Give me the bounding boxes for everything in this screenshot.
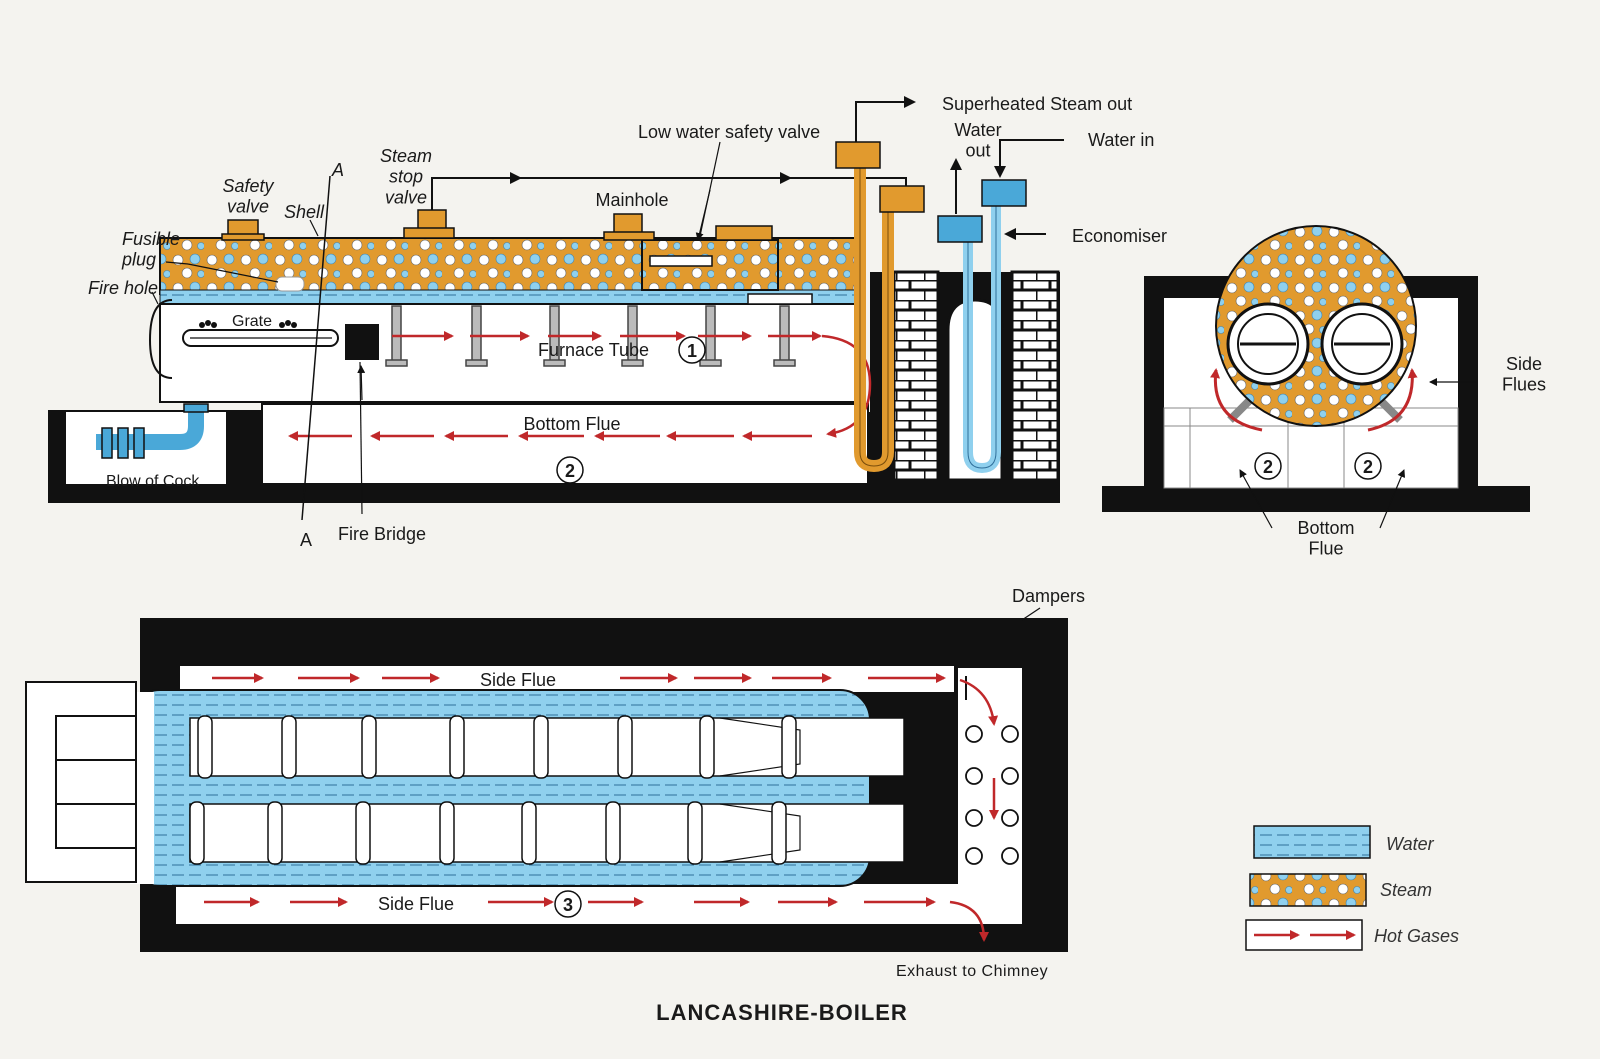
label-side-flue-number: 3	[563, 895, 573, 915]
plan-taper-upper	[719, 717, 801, 777]
plan-exhaust-arrow	[949, 900, 989, 942]
steam-stop-valve	[403, 209, 455, 239]
label-superheated-steam-out: Superheated Steam out	[942, 94, 1132, 114]
label-bottom-flue-number: 2	[565, 461, 575, 481]
superheater-header-out	[835, 141, 881, 169]
fusible-plug	[275, 276, 305, 292]
label-mainhole: Mainhole	[595, 190, 668, 210]
label-exhaust-to-chimney: Exhaust to Chimney	[896, 963, 1048, 980]
label-fire-hole: Fire hole	[88, 278, 158, 298]
legend-water-label: Water	[1386, 834, 1435, 854]
label-section-num-right: 2	[1363, 457, 1373, 477]
plan-stays	[189, 715, 797, 865]
bottom-flue-pointer-left	[1239, 469, 1273, 529]
superheated-steam-out-line	[855, 96, 916, 142]
plan-damper-arrow-1	[959, 678, 999, 726]
label-bottom-flue: Bottom Flue	[523, 414, 620, 434]
water-in-arrow	[994, 139, 1064, 178]
label-dampers: Dampers	[1012, 586, 1085, 606]
plan-furnace-lower	[189, 803, 905, 863]
plan-view: Side Flue Side Flue 3 Dampers Exhaust to…	[25, 586, 1085, 980]
legend-steam-label: Steam	[1380, 880, 1432, 900]
float-chamber	[649, 255, 713, 267]
brick-wall-left	[892, 270, 940, 482]
fire-bridge-arrow	[357, 365, 366, 401]
bottom-flue-channel	[261, 403, 869, 485]
boiler-front-end	[148, 299, 173, 379]
dampers-leader	[1021, 607, 1041, 621]
diagram-title: LANCASHIRE-BOILER	[656, 1000, 908, 1025]
label-section-num-left: 2	[1263, 457, 1273, 477]
legend-hot-gases-label: Hot Gases	[1374, 926, 1459, 946]
label-water-in: Water in	[1088, 130, 1154, 150]
furnace-left-inner	[1237, 313, 1299, 375]
legend-water-swatch	[1253, 825, 1371, 859]
economiser-outline	[967, 206, 997, 469]
section-gas-arrow-right	[1367, 368, 1418, 432]
plan-taper-lower	[719, 803, 801, 863]
plan-front-block	[25, 681, 137, 883]
safety-valve	[221, 219, 265, 241]
bottom-flue-marker	[556, 456, 584, 484]
steam-pipe	[431, 177, 907, 210]
legend-steam-swatch	[1249, 873, 1367, 907]
mainhole	[603, 213, 655, 241]
furnace-stays	[385, 305, 796, 367]
legend: Water Steam Hot Gases	[1245, 825, 1459, 951]
bottom-flue-pointer-right	[1379, 469, 1406, 529]
furnace-right-inner	[1331, 313, 1393, 375]
section-marker-left	[1254, 452, 1282, 480]
section-gas-arrow-left	[1210, 368, 1263, 432]
label-furnace-tube-number: 1	[687, 341, 697, 361]
superheater-header-in	[879, 185, 925, 213]
coal-pieces	[199, 320, 297, 328]
label-furnace-tube: Furnace Tube	[538, 340, 649, 360]
label-shell: Shell	[284, 202, 325, 222]
furnace-tube-marker	[678, 336, 706, 364]
economiser-chamber	[946, 298, 1004, 482]
label-low-water-safety-valve: Low water safety valve	[638, 122, 820, 142]
low-water-valve-box	[641, 239, 779, 291]
label-section-a-bottom: A	[300, 530, 312, 550]
low-water-valve-arrow	[695, 189, 711, 241]
plan-side-flue-top	[180, 666, 954, 692]
label-fire-bridge: Fire Bridge	[338, 524, 426, 544]
low-water-safety-valve	[715, 225, 773, 241]
section-line-a-a	[301, 175, 331, 521]
gas-turn-arrow	[821, 334, 872, 438]
feed-box	[747, 293, 813, 305]
economiser-header-out	[937, 215, 983, 243]
label-section-a-top: A	[331, 160, 344, 180]
label-side-flue-bottom: Side Flue	[378, 894, 454, 914]
label-economiser: Economiser	[1072, 226, 1167, 246]
label-grate: Grate	[232, 313, 272, 330]
label-side-flue-top: Side Flue	[480, 670, 556, 690]
label-blow-off-cock: Blow of Cock	[106, 473, 200, 490]
fire-bridge	[345, 324, 379, 360]
blow-off-cock	[96, 403, 209, 459]
boiler-shell-steam-space	[159, 237, 861, 295]
superheater-outline	[859, 168, 889, 467]
plan-side-flue-bottom	[176, 884, 996, 924]
brick-wall-right	[1010, 270, 1060, 482]
section-marker-right	[1354, 452, 1382, 480]
side-flue-marker	[554, 890, 582, 918]
economiser-header-in	[981, 179, 1027, 207]
plan-dampers	[965, 725, 1019, 865]
